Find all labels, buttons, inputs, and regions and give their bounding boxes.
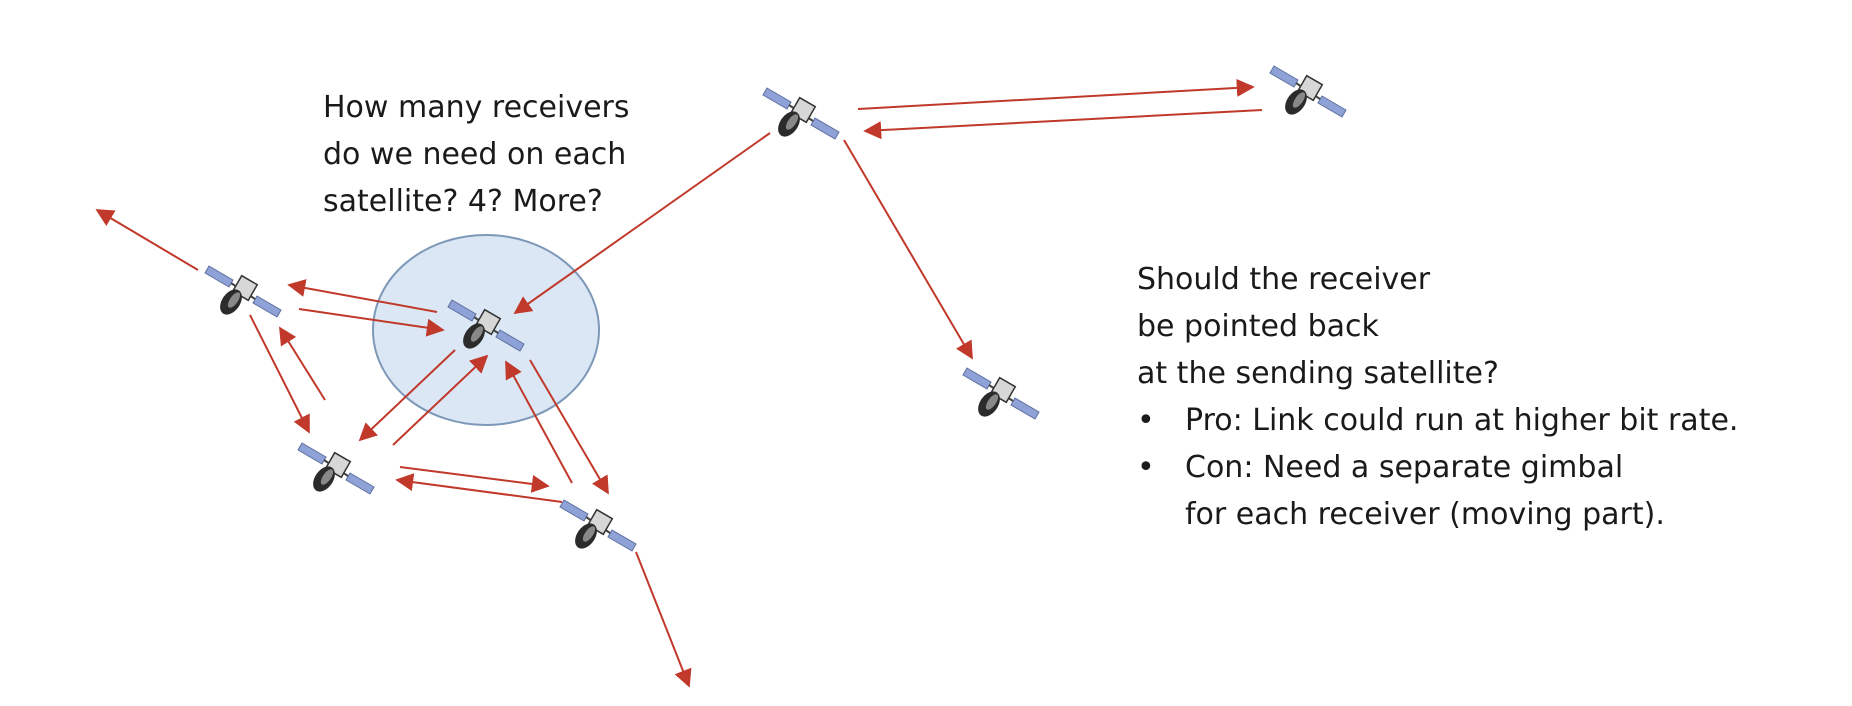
arrow — [249, 314, 310, 434]
question-line: satellite? 4? More? — [323, 184, 603, 219]
bullet-mark: • — [1137, 450, 1155, 485]
question-text: How many receivers do we need on each sa… — [323, 84, 683, 225]
arrow — [287, 279, 438, 313]
arrow — [863, 109, 1263, 140]
note-line: at the sending satellite? — [1137, 356, 1499, 391]
link-arrows — [95, 78, 1263, 688]
arrow — [513, 132, 771, 315]
satellite-icon — [559, 499, 637, 554]
arrow — [358, 349, 456, 442]
bullet-mark: • — [1137, 403, 1155, 438]
question-line: do we need on each — [323, 137, 627, 172]
arrow — [857, 78, 1255, 110]
arrow — [298, 308, 445, 337]
satellite-icon — [962, 367, 1040, 422]
arrow — [399, 466, 550, 493]
note-line: be pointed back — [1137, 309, 1379, 344]
receiver-pointing-note: Should the receiver be pointed back at t… — [1137, 256, 1837, 538]
arrow — [95, 209, 199, 271]
satellite-icon — [1269, 65, 1347, 120]
satellite-icon — [297, 442, 375, 497]
arrow — [843, 139, 973, 360]
arrow — [529, 359, 609, 495]
question-line: How many receivers — [323, 90, 630, 125]
satellite-icon — [204, 265, 282, 320]
arrow — [635, 551, 692, 688]
note-line: Should the receiver — [1137, 262, 1431, 297]
arrow — [395, 473, 563, 503]
bullet-continuation: for each receiver (moving part). — [1185, 497, 1665, 532]
satellite-icon — [762, 87, 840, 142]
bullet-text: Pro: Link could run at higher bit rate. — [1185, 403, 1739, 438]
pro-bullet: • Pro: Link could run at higher bit rate… — [1137, 397, 1837, 444]
arrow — [392, 354, 489, 446]
arrow — [505, 360, 573, 484]
arrow — [279, 326, 326, 401]
con-bullet: • Con: Need a separate gimbal — [1137, 444, 1837, 491]
bullet-text: Con: Need a separate gimbal — [1185, 450, 1624, 485]
